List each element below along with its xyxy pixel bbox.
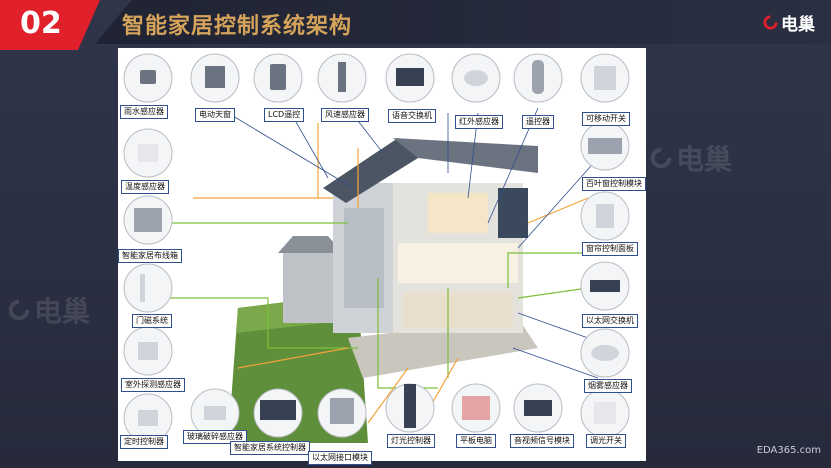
header-bar (95, 0, 831, 44)
label-rain-sensor: 雨水感应器 (120, 105, 168, 119)
house-diagram (123, 53, 630, 443)
brand-mark-icon (763, 15, 778, 30)
label-lcd-remote: LCD遥控 (264, 108, 305, 122)
watermark-mark-icon (8, 299, 30, 321)
label-glass-break: 玻璃破碎感应器 (183, 430, 247, 444)
wire-13 (527, 197, 589, 224)
glyph (138, 410, 158, 426)
glyph (594, 402, 616, 424)
brand-name: 电巢 (781, 15, 815, 35)
wire-10 (367, 367, 409, 424)
wire-3 (507, 252, 588, 288)
glyph (588, 138, 622, 154)
label-curtain-panel: 窗帘控制面板 (582, 242, 638, 256)
glyph (396, 68, 424, 86)
architecture-diagram-panel: 雨水感应器 电动天窗 LCD遥控 风速感应器 语音交换机 红外感应器 遥控器 可… (118, 48, 646, 465)
glyph (205, 66, 225, 88)
label-light-controller: 灯光控制器 (387, 434, 435, 448)
glyph (338, 62, 346, 92)
label-power-window: 电动天窗 (195, 108, 235, 122)
label-ethernet-port: 以太网接口模块 (308, 451, 372, 465)
label-tablet: 平板电脑 (456, 434, 496, 448)
connector (517, 157, 599, 249)
slide-title: 智能家居控制系统架构 (122, 14, 353, 39)
glyph (138, 342, 158, 360)
glyph (260, 400, 296, 420)
connector (517, 312, 589, 339)
glyph (464, 70, 488, 86)
house-roof-right (393, 138, 538, 173)
wire-2 (158, 297, 358, 349)
connector (227, 112, 354, 189)
annex-roof (278, 236, 343, 253)
label-dimmer: 调光开关 (586, 434, 626, 448)
glyph (270, 64, 286, 90)
wire-4 (517, 287, 589, 299)
door-sensor-icon (123, 263, 173, 313)
label-av-module: 音视频信号模块 (510, 434, 574, 448)
glyph (462, 396, 490, 420)
section-number: 02 (20, 6, 62, 41)
label-timed-control: 定时控制器 (120, 435, 168, 449)
brand-logo: 电巢 (763, 10, 815, 35)
label-blind-module: 百叶窗控制模块 (582, 177, 646, 191)
device-glyphs (134, 60, 622, 428)
room-lower (403, 293, 513, 328)
label-ethernet-switch: 以太网交换机 (582, 314, 638, 328)
label-mobile-switch: 可移动开关 (582, 112, 630, 126)
glyph (404, 384, 416, 428)
annex-building (283, 253, 338, 323)
glyph (140, 70, 156, 84)
house-roof-left (323, 138, 418, 203)
label-temp-sensor: 温度感应器 (121, 180, 169, 194)
glyph (594, 66, 616, 90)
glyph (591, 345, 619, 361)
label-home-controller: 智能家居系统控制器 (230, 441, 310, 455)
glyph (330, 398, 354, 424)
glyph (532, 60, 544, 94)
footer-site: EDA365.com (756, 445, 821, 456)
label-audio-switch: 语音交换机 (388, 109, 436, 123)
window-upper (498, 188, 528, 238)
room-upper (428, 193, 488, 233)
label-door-sensor: 门磁系统 (132, 314, 172, 328)
label-outdoor-ir-sensor: 室外探测感应器 (121, 378, 185, 392)
tower-wall (344, 208, 384, 308)
label-wiring-box: 智能家居布线箱 (118, 249, 182, 263)
glyph (140, 274, 145, 302)
connector (512, 347, 599, 379)
glyph (204, 406, 226, 420)
label-remote-ctrl: 遥控器 (522, 115, 554, 129)
watermark-right: 电巢 (650, 138, 732, 178)
glyph (134, 208, 162, 232)
label-smoke-sensor: 烟雾感应器 (584, 379, 632, 393)
glyph (138, 144, 158, 162)
room-middle (398, 243, 518, 283)
glyph (524, 400, 552, 416)
watermark-text: 电巢 (676, 143, 733, 176)
watermark-mark-icon (650, 147, 672, 169)
glyph (590, 280, 620, 292)
label-infrared-sensor: 红外感应器 (455, 115, 503, 129)
label-wind-sensor: 风速感应器 (321, 108, 369, 122)
glyph (596, 204, 614, 228)
watermark-text: 电巢 (34, 295, 91, 328)
wire-12 (237, 347, 349, 369)
watermark-left: 电巢 (8, 290, 90, 330)
